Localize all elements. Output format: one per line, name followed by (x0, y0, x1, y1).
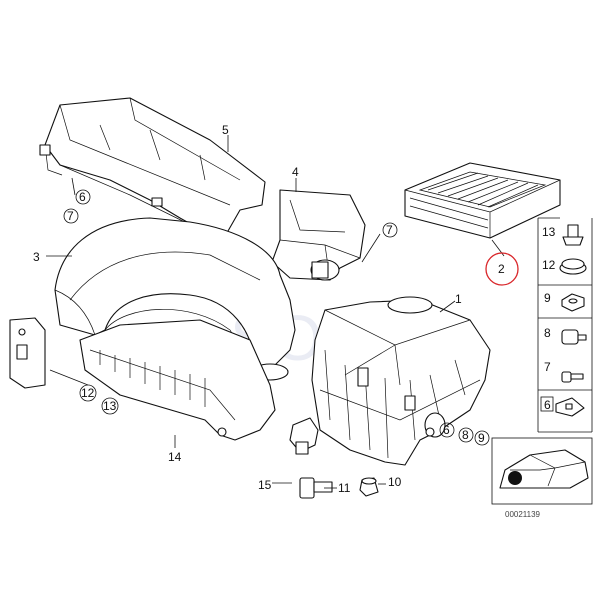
sidebar-panel (537, 217, 593, 433)
sidebar-label-8: 8 (544, 326, 551, 340)
label-part-7-upper: 7 (67, 209, 74, 223)
sidebar-part-nut (561, 293, 585, 312)
label-part-8: 8 (462, 428, 469, 442)
label-part-12: 12 (81, 386, 95, 400)
label-part-2-highlight (485, 252, 519, 286)
vehicle-location-inset (491, 437, 593, 505)
label-part-5: 5 (222, 123, 229, 137)
label-part-3: 3 (33, 250, 40, 264)
sidebar-part-clip (562, 224, 584, 246)
part-plug (299, 477, 333, 499)
label-part-6-lower: 6 (443, 423, 450, 437)
label-part-2: 2 (498, 262, 505, 276)
label-part-1: 1 (455, 292, 462, 306)
label-part-4: 4 (292, 165, 299, 179)
part-left-bracket (9, 317, 46, 389)
part-filter-housing (311, 296, 491, 466)
label-part-7-right: 7 (386, 223, 393, 237)
sidebar-label-6: 6 (544, 398, 551, 412)
sidebar-label-13: 13 (542, 225, 556, 239)
label-part-11: 11 (338, 481, 351, 495)
sidebar-part-grommet (559, 258, 587, 275)
part-lower-cover (79, 319, 276, 441)
label-part-10: 10 (388, 475, 402, 489)
part-air-filter (404, 162, 561, 239)
part-grommet (359, 477, 379, 497)
diagram-code: 00021139 (505, 510, 541, 519)
leader-lines (46, 135, 505, 489)
part-small-nut (425, 427, 435, 437)
location-marker (508, 471, 522, 485)
sidebar-label-7: 7 (544, 360, 551, 374)
sidebar-part-screw (561, 371, 584, 383)
label-part-6-upper: 6 (79, 190, 86, 204)
sidebar-part-rubber-mount (561, 329, 587, 345)
label-part-15: 15 (258, 478, 272, 492)
label-part-9: 9 (478, 431, 485, 445)
sidebar-part-clip-nut (555, 397, 585, 417)
part-sensor (289, 417, 319, 455)
callout-labels: 5 4 3 1 14 15 11 10 6 7 7 12 13 6 8 9 2 … (33, 123, 556, 495)
part-intake-duct-upper (39, 97, 266, 246)
label-part-13: 13 (103, 399, 117, 413)
part-resonator (271, 189, 366, 281)
sidebar-label-9: 9 (544, 291, 551, 305)
sidebar-label-12: 12 (542, 258, 556, 272)
label-part-14: 14 (168, 450, 182, 464)
